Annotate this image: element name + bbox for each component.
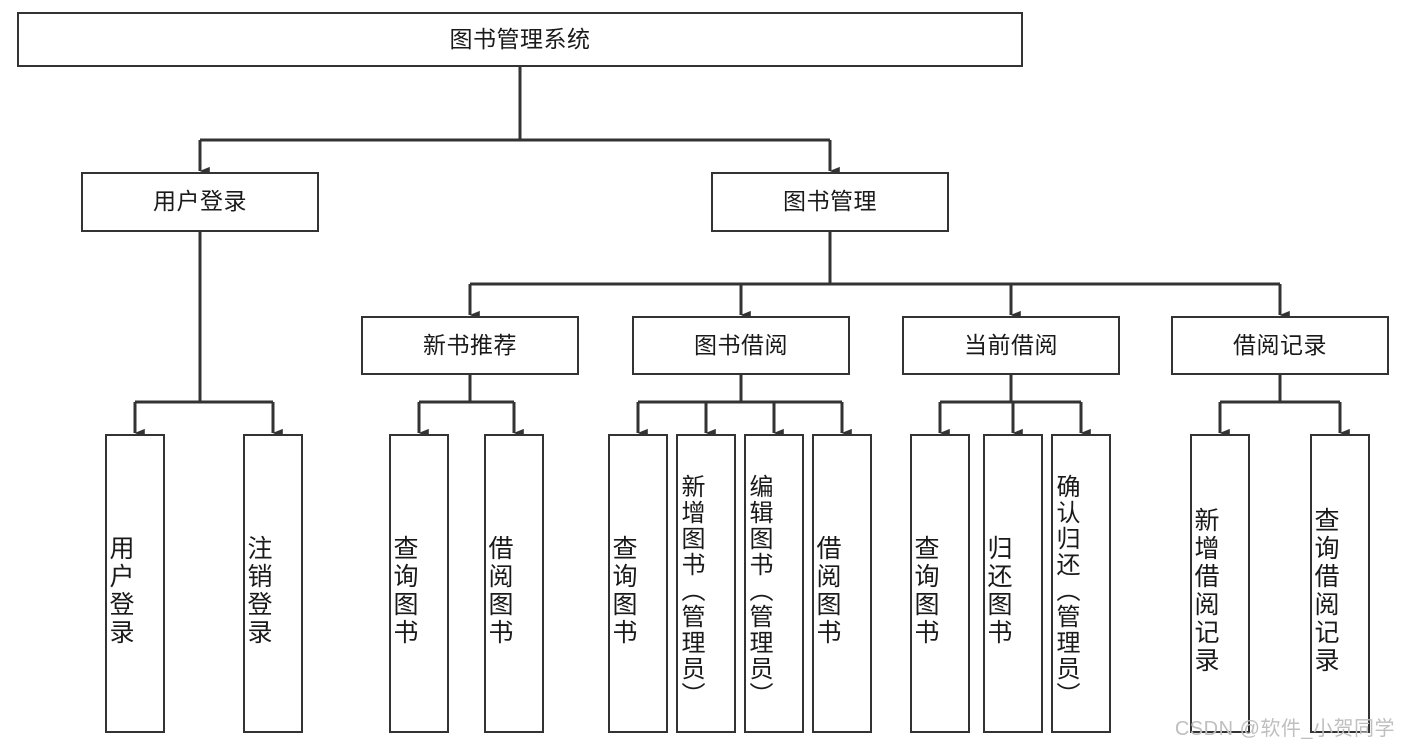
- node-root[interactable]: 图书管理系统: [17, 12, 1023, 67]
- node-leaf-add-book-admin-label: 新增图书（管理员）: [677, 473, 704, 708]
- node-leaf-edit-book-admin[interactable]: 编辑图书（管理员）: [744, 434, 804, 733]
- node-leaf-user-logout[interactable]: 注销登录: [243, 434, 303, 733]
- node-leaf-query-book-rec-label: 查询图书: [390, 534, 418, 647]
- node-leaf-add-book-admin[interactable]: 新增图书（管理员）: [676, 434, 736, 733]
- node-leaf-borrow-book-rec[interactable]: 借阅图书: [484, 434, 544, 733]
- node-leaf-query-book-current-label: 查询图书: [911, 534, 939, 647]
- node-new-book-rec[interactable]: 新书推荐: [361, 316, 579, 375]
- node-leaf-query-borrow-record-label: 查询借阅记录: [1311, 506, 1339, 675]
- node-leaf-borrow-book[interactable]: 借阅图书: [812, 434, 872, 733]
- node-leaf-confirm-return-admin[interactable]: 确认归还（管理员）: [1051, 434, 1111, 733]
- node-leaf-query-book-rec[interactable]: 查询图书: [389, 434, 449, 733]
- node-borrow-record[interactable]: 借阅记录: [1171, 316, 1389, 375]
- csdn-watermark: CSDN @软件_小贺同学: [1174, 718, 1395, 740]
- node-book-manage[interactable]: 图书管理: [711, 172, 949, 232]
- node-leaf-user-login[interactable]: 用户登录: [105, 434, 165, 733]
- node-leaf-add-borrow-record-label: 新增借阅记录: [1191, 506, 1219, 675]
- node-leaf-query-book-current[interactable]: 查询图书: [910, 434, 970, 733]
- node-current-borrow[interactable]: 当前借阅: [902, 316, 1120, 375]
- node-current-borrow-label: 当前借阅: [964, 331, 1058, 358]
- node-book-manage-label: 图书管理: [783, 188, 877, 215]
- node-new-book-rec-label: 新书推荐: [423, 331, 517, 358]
- node-leaf-edit-book-admin-label: 编辑图书（管理员）: [745, 473, 772, 708]
- node-leaf-borrow-book-rec-label: 借阅图书: [485, 534, 513, 647]
- node-book-borrow-label: 图书借阅: [694, 331, 788, 358]
- node-leaf-query-book-borrow[interactable]: 查询图书: [608, 434, 668, 733]
- node-leaf-confirm-return-admin-label: 确认归还（管理员）: [1052, 473, 1079, 708]
- node-leaf-user-logout-label: 注销登录: [244, 534, 272, 647]
- node-leaf-query-borrow-record[interactable]: 查询借阅记录: [1310, 434, 1370, 733]
- node-leaf-return-book-label: 归还图书: [984, 534, 1012, 647]
- node-root-label: 图书管理系统: [449, 25, 591, 52]
- node-book-borrow[interactable]: 图书借阅: [632, 316, 850, 375]
- node-user-login[interactable]: 用户登录: [81, 172, 319, 232]
- node-leaf-user-login-label: 用户登录: [106, 534, 134, 647]
- node-leaf-return-book[interactable]: 归还图书: [983, 434, 1043, 733]
- node-borrow-record-label: 借阅记录: [1233, 331, 1327, 358]
- node-leaf-add-borrow-record[interactable]: 新增借阅记录: [1190, 434, 1250, 733]
- node-user-login-label: 用户登录: [153, 188, 247, 215]
- node-leaf-borrow-book-label: 借阅图书: [813, 534, 841, 647]
- node-leaf-query-book-borrow-label: 查询图书: [609, 534, 637, 647]
